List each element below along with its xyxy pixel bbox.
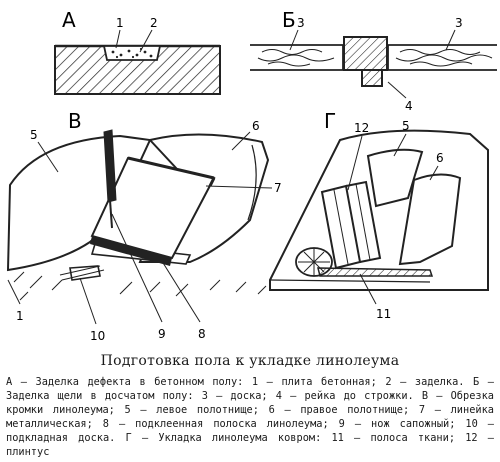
carpet-sheet-6 — [398, 173, 462, 266]
label-a-2: 2 — [150, 16, 158, 30]
label-b-3-right: 3 — [455, 16, 463, 30]
label-g-11: 11 — [376, 307, 391, 321]
panel-a-letter: А — [62, 8, 76, 32]
panel-v: В 5 6 — [6, 109, 282, 343]
panel-b-letter: Б — [282, 8, 296, 32]
panel-v-letter: В — [68, 109, 82, 133]
label-v-10: 10 — [90, 329, 105, 343]
defect-filling — [102, 45, 162, 61]
panel-b: Б 3 3 4 — [250, 8, 497, 113]
label-b-3-left: 3 — [297, 16, 305, 30]
label-v-6: 6 — [252, 119, 260, 133]
label-b-4: 4 — [405, 99, 413, 113]
fabric-strip — [317, 267, 434, 277]
label-g-6: 6 — [436, 151, 444, 165]
label-v-9: 9 — [158, 327, 166, 341]
label-a-1: 1 — [116, 16, 124, 30]
label-v-5: 5 — [30, 128, 38, 142]
label-v-7: 7 — [274, 181, 282, 195]
shoe-knife — [103, 129, 117, 203]
label-g-12: 12 — [354, 121, 369, 135]
label-v-8: 8 — [198, 327, 206, 341]
label-v-1: 1 — [16, 309, 24, 323]
label-g-5: 5 — [402, 119, 410, 133]
panel-g: Г 12 5 6 11 — [269, 109, 489, 321]
panel-a: А 1 2 — [54, 8, 221, 95]
carpet-sheet-5 — [366, 148, 424, 208]
floor-preparation-figure: А 1 2 Б 3 3 4 — [6, 8, 497, 343]
caption-title: Подготовка пола к укладке линолеума — [100, 353, 400, 369]
underlay-board — [69, 265, 101, 281]
floor-hatch — [13, 271, 267, 301]
filler-rail — [343, 36, 388, 71]
caption-text: А — Заделка дефекта в бетонном полу: 1 —… — [6, 376, 494, 458]
panel-g-letter: Г — [324, 109, 336, 133]
